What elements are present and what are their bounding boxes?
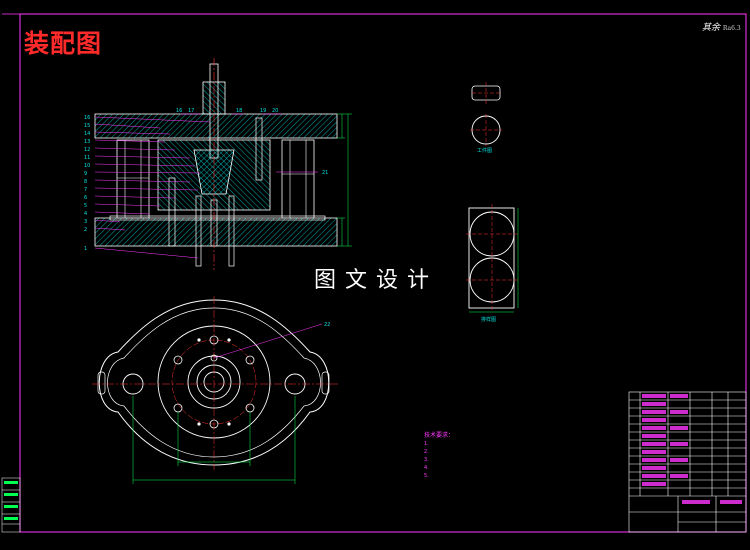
- part-number: 13: [84, 139, 90, 145]
- part-number: 16: [176, 108, 182, 114]
- part-number: 8: [84, 179, 87, 185]
- section-view: [94, 58, 352, 270]
- part-number: 9: [84, 171, 87, 177]
- part-number: 1: [84, 246, 87, 252]
- title-block: [628, 391, 747, 533]
- surface-roughness-note: 其余 Ra6.3: [702, 20, 741, 33]
- drawing-title: 装配图: [24, 29, 103, 58]
- layout-view-label: 排样图: [481, 317, 497, 323]
- guide-post-right: [281, 139, 315, 219]
- screw-right: [255, 117, 263, 181]
- part-number-list-left: 16 15 14 13 12 11 10 9 8 7 6 5 4 3 2 1: [84, 115, 90, 252]
- note-line: 2.: [424, 449, 429, 455]
- title-block-fill: [642, 394, 742, 504]
- note-line: 3.: [424, 457, 429, 463]
- part-view-label: 工件图: [477, 148, 493, 154]
- part-number: 2: [84, 227, 87, 233]
- technical-notes: 技术要求： 1. 2. 3. 4. 5.: [424, 432, 454, 480]
- part-number: 11: [84, 155, 90, 161]
- part-view: [470, 82, 502, 146]
- part-number: 6: [84, 195, 87, 201]
- part-number: 12: [84, 147, 90, 153]
- top-plate: [94, 113, 338, 139]
- bottom-plate: [94, 217, 338, 247]
- part-number: 18: [236, 108, 242, 114]
- part-number: 3: [84, 219, 87, 225]
- ejector-left: [195, 195, 202, 267]
- roughness-label: 其余: [702, 23, 721, 33]
- note-line: 1.: [424, 441, 429, 447]
- ejector-right: [228, 195, 235, 267]
- part-number: 17: [188, 108, 194, 114]
- roughness-value: Ra6.3: [722, 25, 741, 32]
- revision-strip: [1, 477, 21, 533]
- plan-view: [92, 296, 340, 484]
- part-number: 20: [272, 108, 278, 114]
- part-number: 7: [84, 187, 87, 193]
- part-number: 14: [84, 131, 90, 137]
- note-line: 5.: [424, 473, 429, 479]
- base-pad: [109, 215, 326, 221]
- notes-title: 技术要求：: [424, 432, 455, 439]
- part-number: 19: [260, 108, 266, 114]
- guide-post-left: [116, 139, 150, 219]
- part-number: 16: [84, 115, 90, 121]
- part-number-list-top: 16 17 18 19 20 21 22: [176, 108, 330, 328]
- part-number: 4: [84, 211, 87, 217]
- part-number: 15: [84, 123, 90, 129]
- drawing-frame: [19, 13, 747, 533]
- part-number: 21: [322, 170, 328, 176]
- note-line: 4.: [424, 465, 429, 471]
- screw-left: [168, 177, 176, 247]
- watermark-text: 图文设计: [314, 268, 439, 293]
- part-number: 5: [84, 203, 87, 209]
- strip-layout-view: [466, 204, 519, 313]
- part-number: 22: [324, 322, 330, 328]
- part-number: 10: [84, 163, 90, 169]
